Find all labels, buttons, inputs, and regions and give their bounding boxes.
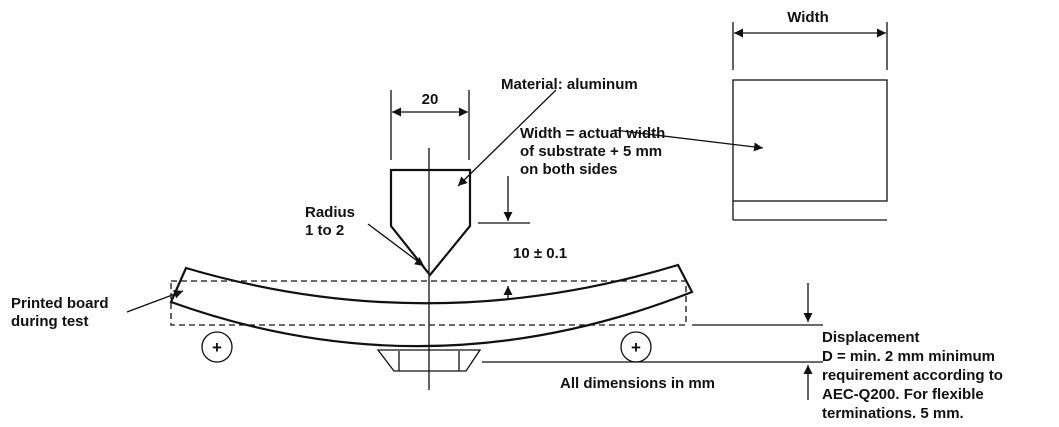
displacement-line-5: terminations. 5 mm. (822, 405, 964, 422)
displacement-line-1: Displacement (822, 329, 920, 346)
width-label: Width (787, 9, 829, 26)
board-label-line-1: Printed board (11, 295, 109, 312)
pressing-tool (367, 89, 557, 390)
wedge-dimension (478, 176, 530, 224)
width-eq-line-3: on both sides (520, 161, 618, 178)
board-leader (126, 289, 184, 313)
dim20-label: 20 (422, 91, 439, 108)
support-block-shape (376, 349, 482, 372)
displacement-line-4: AEC-Q200. For flexible (822, 386, 984, 403)
material-leader (457, 89, 557, 187)
radius-line-1: Radius (305, 204, 355, 221)
wedge-outline (389, 168, 472, 277)
printed-board (126, 263, 694, 348)
substrate-rect (732, 79, 888, 202)
support-block (376, 349, 482, 372)
displacement-dimension (482, 283, 823, 400)
board-label-line-2: during test (11, 313, 89, 330)
width-eq-line-1: Width = actual width (520, 125, 665, 142)
tolerance-label: 10 ± 0.1 (513, 245, 567, 262)
roller-right-plus: + (631, 338, 641, 357)
displacement-line-2: D = min. 2 mm minimum (822, 348, 995, 365)
width-eq-line-2: of substrate + 5 mm (520, 143, 662, 160)
width-eq-leader (613, 129, 764, 152)
board-bent-outline (169, 263, 694, 348)
displacement-line-3: requirement according to (822, 367, 1003, 384)
material-label: Material: aluminum (501, 76, 638, 93)
radius-line-2: 1 to 2 (305, 222, 344, 239)
radius-leader (367, 223, 425, 267)
substrate-width-view (613, 22, 888, 221)
all-dimensions-label: All dimensions in mm (560, 375, 715, 392)
roller-left (201, 331, 233, 363)
roller-left-plus: + (212, 338, 222, 357)
